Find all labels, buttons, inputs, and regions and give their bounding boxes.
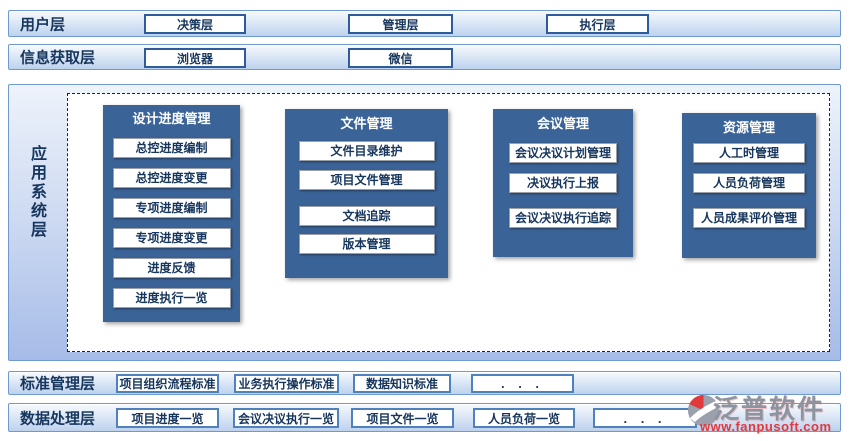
- module-item-box: 进度执行一览: [112, 288, 231, 308]
- user-layer-label: 用户层: [20, 16, 66, 33]
- info-acquisition-band: 信息获取层 浏览器 微信: [8, 44, 841, 70]
- project-progress-overview-box: 项目进度一览: [116, 408, 219, 428]
- modules-dashed-area: 设计进度管理 总控进度编制 总控进度变更 专项进度编制 专项进度变更 进度反馈 …: [67, 93, 830, 352]
- meeting-management-module: 会议管理 会议决议计划管理 决议执行上报 会议决议执行追踪: [493, 109, 633, 257]
- module-item-box: 会议决议计划管理: [509, 143, 617, 163]
- module-item-box: 人工时管理: [693, 143, 805, 163]
- wechat-box: 微信: [348, 48, 453, 68]
- more-standards-box: . . .: [471, 374, 574, 393]
- module-title: 资源管理: [722, 120, 775, 135]
- module-item-box: 文件目录维护: [298, 141, 435, 161]
- meeting-resolution-overview-box: 会议决议执行一览: [233, 408, 339, 428]
- module-item-box: 专项进度变更: [112, 228, 231, 248]
- module-title: 文件管理: [340, 116, 393, 131]
- module-title: 设计进度管理: [132, 111, 211, 126]
- module-item-box: 版本管理: [298, 234, 435, 254]
- module-item-box: 总控进度编制: [112, 138, 231, 158]
- data-knowledge-standard-box: 数据知识标准: [353, 374, 451, 393]
- design-progress-module: 设计进度管理 总控进度编制 总控进度变更 专项进度编制 专项进度变更 进度反馈 …: [103, 105, 240, 322]
- project-org-process-standard-box: 项目组织流程标准: [116, 374, 219, 393]
- module-item-box: 进度反馈: [112, 258, 231, 278]
- fanpu-logo-icon: [687, 394, 720, 427]
- management-layer-box: 管理层: [348, 14, 453, 34]
- module-item-box: 文档追踪: [298, 206, 435, 226]
- watermark-url: www.fanpusoft.com: [700, 419, 832, 434]
- module-item-box: 专项进度编制: [112, 198, 231, 218]
- standard-management-label: 标准管理层: [20, 375, 96, 393]
- decision-layer-box: 决策层: [144, 14, 246, 34]
- module-item-box: 会议决议执行追踪: [509, 208, 617, 228]
- personnel-load-overview-box: 人员负荷一览: [473, 408, 575, 428]
- watermark-brand: 泛普软件: [713, 394, 826, 424]
- more-data-box: . . .: [593, 408, 697, 428]
- browser-box: 浏览器: [144, 48, 246, 68]
- resource-management-module: 资源管理 人工时管理 人员负荷管理 人员成果评价管理: [682, 113, 816, 258]
- module-item-box: 人员负荷管理: [693, 173, 805, 193]
- project-file-overview-box: 项目文件一览: [351, 408, 454, 428]
- module-item-box: 人员成果评价管理: [693, 208, 805, 228]
- info-acquisition-label: 信息获取层: [20, 49, 96, 67]
- module-item-box: 项目文件管理: [298, 170, 435, 190]
- data-processing-label: 数据处理层: [20, 410, 96, 427]
- application-system-panel: 应 用 系 统 层 设计进度管理 总控进度编制 总控进度变更 专项进度编制 专项…: [8, 84, 841, 361]
- standard-management-band: 标准管理层 项目组织流程标准 业务执行操作标准 数据知识标准 . . .: [8, 371, 841, 395]
- business-execution-standard-box: 业务执行操作标准: [234, 374, 339, 393]
- watermark: 泛普软件 www.fanpusoft.com: [686, 390, 848, 440]
- file-management-module: 文件管理 文件目录维护 项目文件管理 文档追踪 版本管理: [285, 109, 448, 278]
- user-layer-band: 用户层 决策层 管理层 执行层: [8, 10, 841, 37]
- module-item-box: 总控进度变更: [112, 168, 231, 188]
- execution-layer-box: 执行层: [546, 14, 649, 34]
- module-item-box: 决议执行上报: [509, 173, 617, 193]
- module-title: 会议管理: [536, 116, 589, 131]
- application-system-label: 应 用 系 统 层: [30, 146, 47, 239]
